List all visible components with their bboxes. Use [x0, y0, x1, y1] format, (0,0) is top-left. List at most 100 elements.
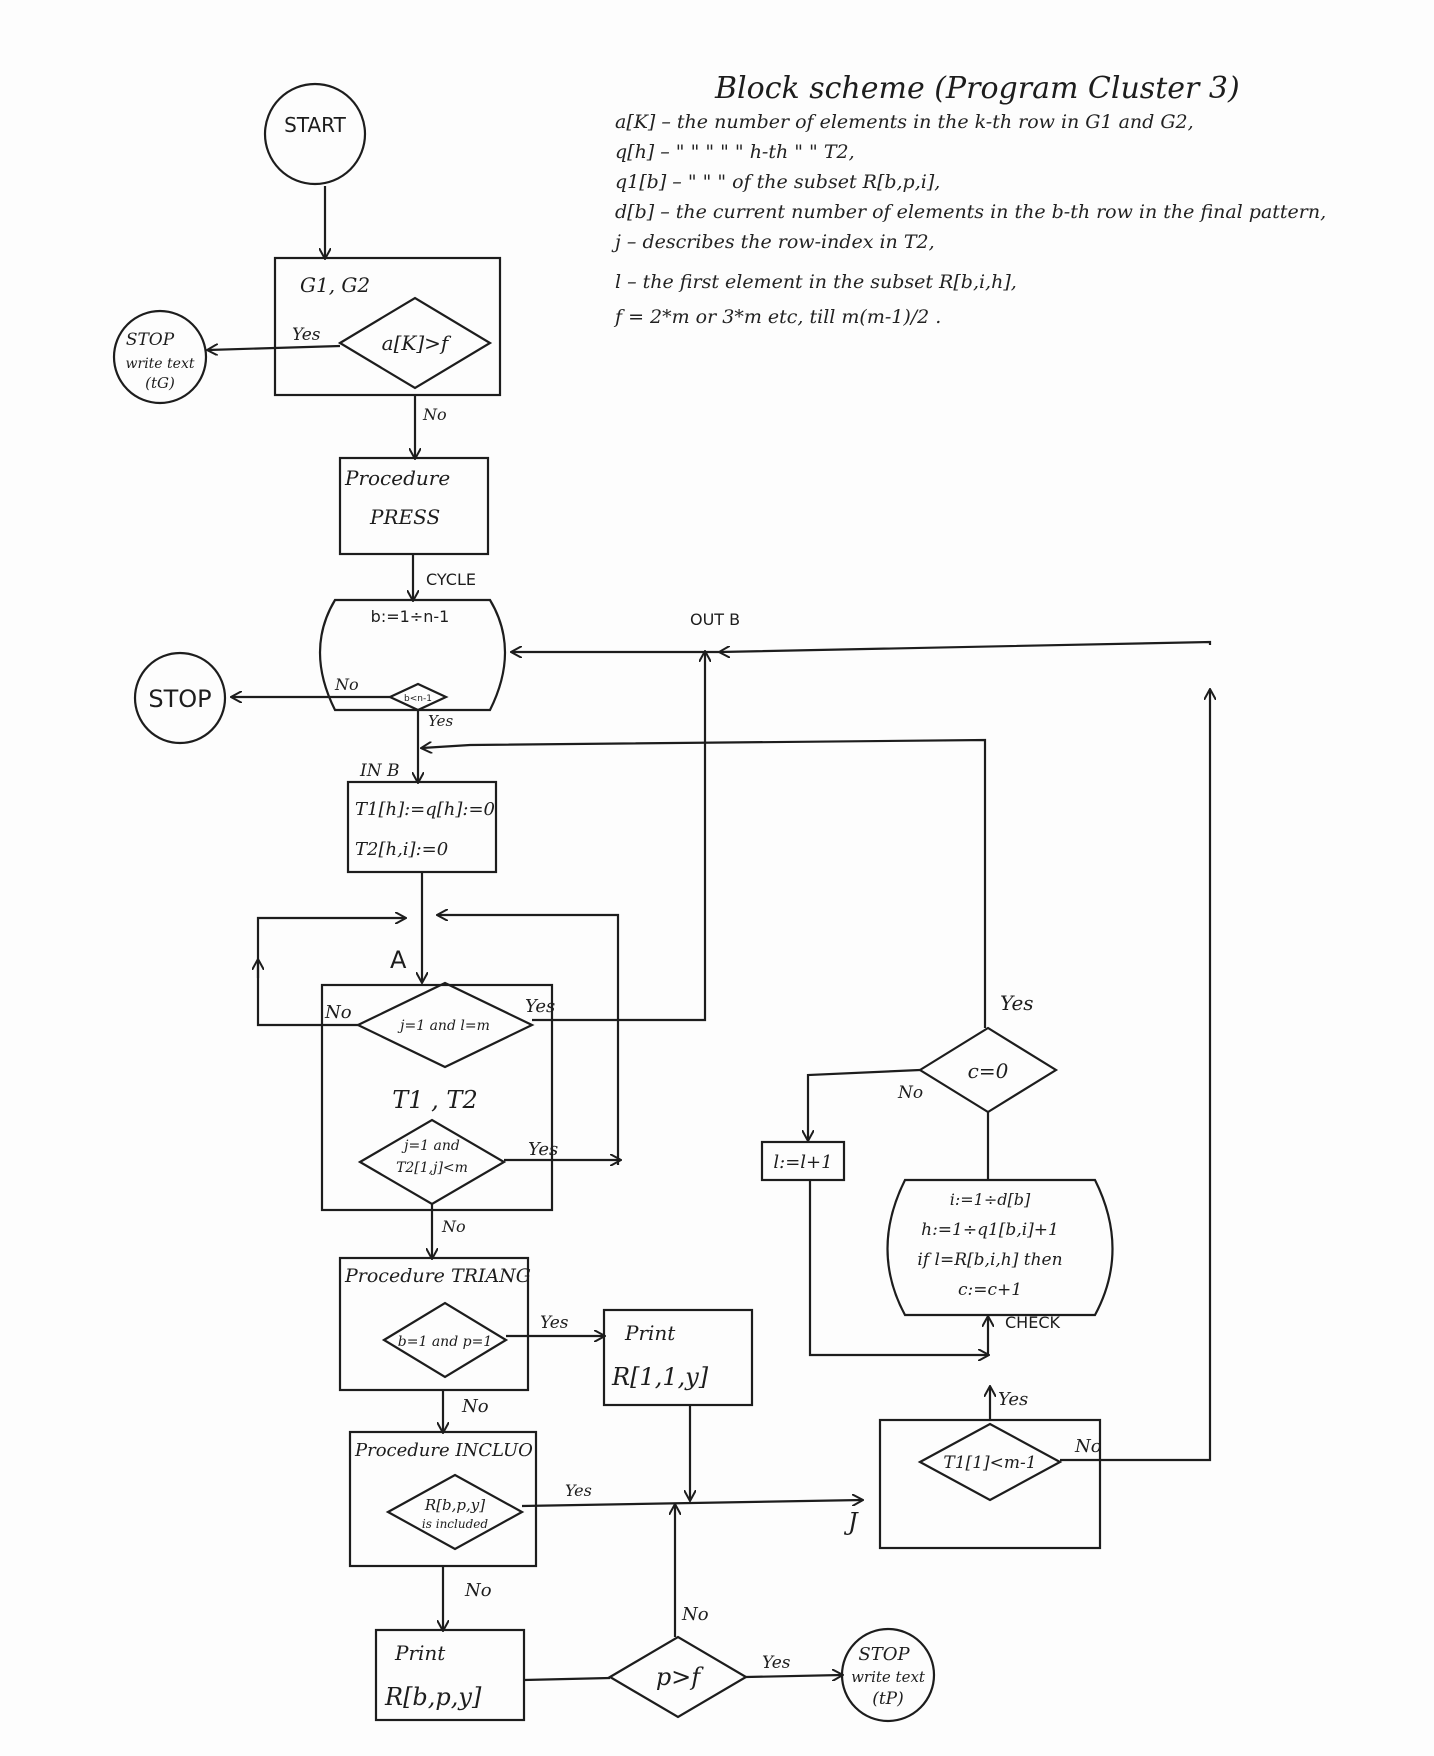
- note-j: j – describes the row-index in T2,: [611, 231, 935, 253]
- assign-l-label: l:=l+1: [773, 1152, 832, 1173]
- edge-pf-no-label: No: [681, 1604, 709, 1625]
- decision-akf-label: a[K]>f: [382, 331, 452, 355]
- cycle-block: [319, 598, 506, 712]
- check-label: CHECK: [1005, 1313, 1060, 1332]
- triang-label: Procedure TRIANG: [344, 1265, 531, 1287]
- edge-t1-no: [1060, 690, 1210, 1462]
- note-q: q[h] – " " " " " h-th " " T2,: [615, 141, 855, 163]
- start-label: START: [284, 113, 346, 137]
- edge-j1-no-label: No: [324, 1002, 352, 1023]
- out-b-label: OUT B: [690, 610, 740, 629]
- print-r11-line2: R[1,1,y]: [611, 1363, 709, 1391]
- cycle-label: CYCLE: [426, 570, 476, 589]
- stop-node: [133, 651, 227, 745]
- print-r11-line1: Print: [624, 1321, 676, 1345]
- edge-incl-yes-label: Yes: [565, 1481, 592, 1500]
- edge-j2-no-label: No: [441, 1217, 466, 1236]
- stop-p-node: [840, 1627, 936, 1723]
- edge-akf-yes-label: Yes: [292, 325, 321, 345]
- decision-j2: [357, 1118, 507, 1206]
- stop-p-line1: STOP: [858, 1644, 910, 1665]
- edge-j1-yes: [532, 652, 705, 1022]
- edge-loop-right: [438, 915, 620, 1165]
- decision-t1-label: T1[1]<m-1: [943, 1453, 1036, 1473]
- procedure-triang: [338, 1256, 530, 1392]
- print-rb-block: [374, 1628, 526, 1722]
- check-line4: c:=c+1: [958, 1280, 1022, 1300]
- edge-t1-no-top: [720, 640, 1212, 652]
- note-a: a[K] – the number of elements in the k-t…: [615, 111, 1194, 133]
- edge-incl-no-label: No: [464, 1580, 492, 1601]
- g1g2-label: G1, G2: [300, 273, 370, 297]
- cycle-range: b:=1÷n-1: [371, 607, 450, 626]
- edge-pf-yes: [745, 1675, 842, 1677]
- print-rb-line2: R[b,p,y]: [384, 1683, 482, 1711]
- inb-label: IN B: [359, 761, 400, 781]
- check-line1: i:=1÷d[b]: [950, 1190, 1031, 1209]
- note-l: l – the first element in the subset R[b,…: [615, 271, 1017, 293]
- check-line3: if l=R[b,i,h] then: [917, 1250, 1062, 1270]
- stop-g-line3: (tG): [145, 374, 175, 392]
- decision-incl: [385, 1473, 525, 1551]
- decision-b-label: b<n-1: [404, 694, 432, 704]
- init-line1: T1[h]:=q[h]:=0: [355, 799, 495, 820]
- edge-loop-left: [256, 918, 405, 978]
- edge-b-no-label: No: [334, 675, 359, 694]
- edge-bp-yes-label: Yes: [540, 1313, 569, 1333]
- diagram-title: Block scheme (Program Cluster 3): [714, 71, 1240, 106]
- stop-g-node: [112, 309, 208, 405]
- decision-b: [387, 682, 449, 712]
- decision-j2-line1: j=1 and: [401, 1138, 460, 1154]
- stop-g-line2: write text: [126, 356, 195, 372]
- t1-check-block: [878, 1418, 1102, 1550]
- edge-c-yes-label: Yes: [1000, 991, 1034, 1015]
- edge-bp-no-label: No: [461, 1396, 489, 1417]
- edge-j1-no: [258, 960, 358, 1027]
- note-q1: q1[b] – " " " of the subset R[b,p,i],: [615, 171, 940, 193]
- press-line2: PRESS: [369, 505, 440, 529]
- label-a: A: [390, 946, 407, 974]
- start-node: [263, 82, 367, 186]
- edge-akf-yes: [208, 346, 341, 350]
- assign-l-block: [760, 1140, 846, 1182]
- decision-j2-line2: T2[1,j]<m: [396, 1160, 468, 1176]
- decision-pf-label: p>f: [656, 1663, 704, 1691]
- edge-print-rb-pf: [523, 1676, 611, 1682]
- check-line2: h:=1÷q1[b,i]+1: [921, 1220, 1059, 1240]
- note-d: d[b] – the current number of elements in…: [615, 201, 1326, 223]
- edge-b-yes-label: Yes: [428, 712, 453, 730]
- decision-incl-line2: is included: [422, 1517, 488, 1531]
- check-block: [886, 1178, 1114, 1317]
- edge-j2-yes-label: Yes: [528, 1139, 558, 1160]
- decision-t1: [917, 1422, 1063, 1502]
- edge-c-yes: [422, 738, 987, 1028]
- edge-pf-yes-label: Yes: [762, 1653, 791, 1673]
- edge-incl-yes: [521, 1500, 862, 1508]
- decision-bp-label: b=1 and p=1: [398, 1334, 492, 1350]
- decision-incl-line1: R[b,p,y]: [424, 1496, 485, 1514]
- edge-l-check: [808, 1180, 988, 1355]
- decision-akf: [337, 296, 493, 390]
- print-r11-block: [602, 1308, 754, 1407]
- decision-c: [917, 1026, 1059, 1114]
- incluo-label: Procedure INCLUO: [354, 1440, 533, 1461]
- stop-label: STOP: [148, 685, 211, 713]
- decision-j1: [355, 981, 535, 1069]
- edge-j1-yes-label: Yes: [525, 996, 555, 1017]
- t1t2-label: T1 , T2: [392, 1086, 477, 1114]
- note-f: f = 2*m or 3*m etc, till m(m-1)/2 .: [613, 306, 941, 328]
- edge-t1-yes-label: Yes: [998, 1389, 1028, 1410]
- legend-notes: a[K] – the number of elements in the k-t…: [611, 111, 1326, 328]
- edge-c-no: [808, 1068, 921, 1140]
- edge-akf-no-label: No: [422, 405, 447, 424]
- label-j: J: [843, 1508, 859, 1536]
- decision-j1-label: j=1 and l=m: [397, 1018, 490, 1034]
- edge-t1-no-label: No: [1074, 1436, 1102, 1457]
- print-rb-line1: Print: [394, 1641, 446, 1665]
- stop-p-line2: write text: [851, 1668, 926, 1686]
- decision-c-label: c=0: [968, 1059, 1009, 1083]
- stop-p-line3: (tP): [872, 1689, 904, 1709]
- init-line2: T2[h,i]:=0: [355, 839, 448, 860]
